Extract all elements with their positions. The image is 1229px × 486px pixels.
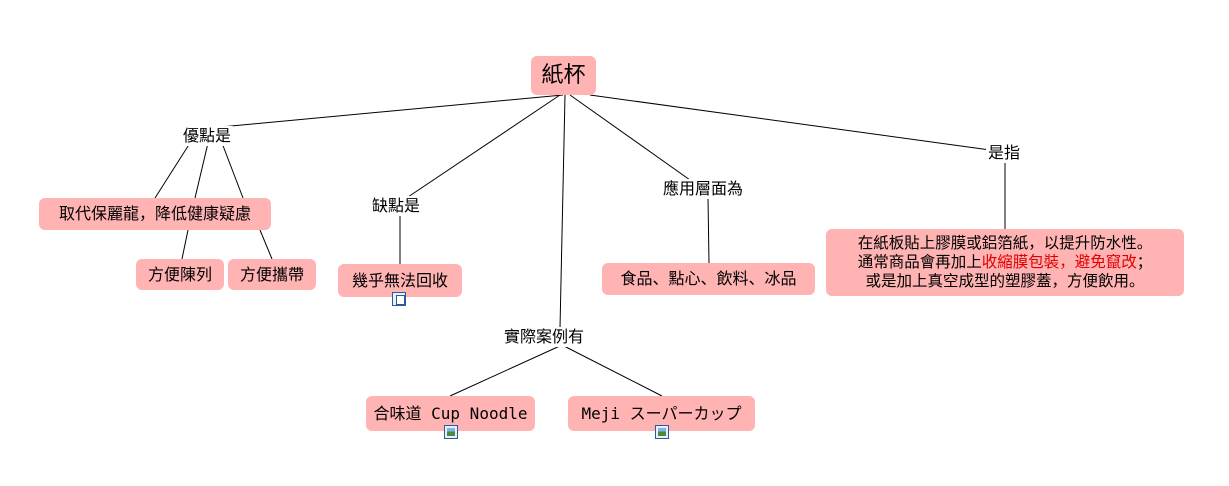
definition-highlight: 收縮膜包裝，避免竄改 [981,253,1137,271]
link-application-food [707,196,710,264]
concept-label: 取代保麗龍，降低健康疑慮 [58,204,251,223]
definition-line-1: 在紙板貼上膠膜或鋁箔紙，以提升防水性。 [857,234,1153,252]
link-root-advantages [209,94,564,129]
link-benefit1-carry [259,229,273,260]
concept-food-snacks[interactable]: 食品、點心、飲料、冰品 [602,263,815,295]
concept-label: 合味道 Cup Noodle [373,403,528,423]
concept-easy-display[interactable]: 方便陳列 [136,259,224,290]
link-advantages-benefit1 [154,142,191,199]
linking-phrase-examples[interactable]: 實際案例有 [502,327,587,347]
concept-label: 食品、點心、飲料、冰品 [620,269,797,288]
link-examples-meiji [561,344,663,397]
link-root-application [569,94,691,181]
concept-not-recyclable[interactable]: 幾乎無法回收 [338,264,462,297]
image-icon[interactable] [444,425,458,439]
link-root-disadvantages [407,94,561,198]
concept-label: 方便陳列 [147,264,212,284]
concept-root[interactable]: 紙杯 [531,56,596,95]
document-icon[interactable] [392,292,406,306]
concept-label: 方便攜帶 [239,264,304,284]
link-advantages-benefit3 [221,142,244,199]
concept-easy-carry[interactable]: 方便攜帶 [228,259,316,290]
concept-replace-styrofoam[interactable]: 取代保麗龍，降低健康疑慮 [39,198,271,230]
image-icon[interactable] [655,425,669,439]
link-benefit1-display [181,229,189,260]
link-root-definition [589,94,991,151]
definition-line-2: 通常商品會再加上收縮膜包裝，避免竄改； [858,253,1153,272]
definition-line-3: 或是加上真空成型的塑膠蓋，方便飲用。 [865,272,1145,290]
definition-line-2-end: ； [1136,253,1153,271]
link-advantages-benefit2 [194,142,209,199]
link-examples-cupnoodle [449,344,563,397]
linking-phrase-disadvantages[interactable]: 缺點是 [370,196,423,216]
concept-label: 幾乎無法回收 [351,270,448,290]
definition-line-2-start: 通常商品會再加上 [857,253,982,271]
link-root-examples [559,94,566,329]
concept-root-label: 紙杯 [541,62,586,88]
linking-phrase-application[interactable]: 應用層面為 [661,179,746,199]
linking-phrase-advantages[interactable]: 優點是 [181,126,234,146]
concept-definition[interactable]: 在紙板貼上膠膜或鋁箔紙，以提升防水性。 通常商品會再加上收縮膜包裝，避免竄改； … [826,229,1184,296]
linking-phrase-definition[interactable]: 是指 [986,143,1023,163]
concept-label: Meji スーパーカップ [581,403,742,423]
